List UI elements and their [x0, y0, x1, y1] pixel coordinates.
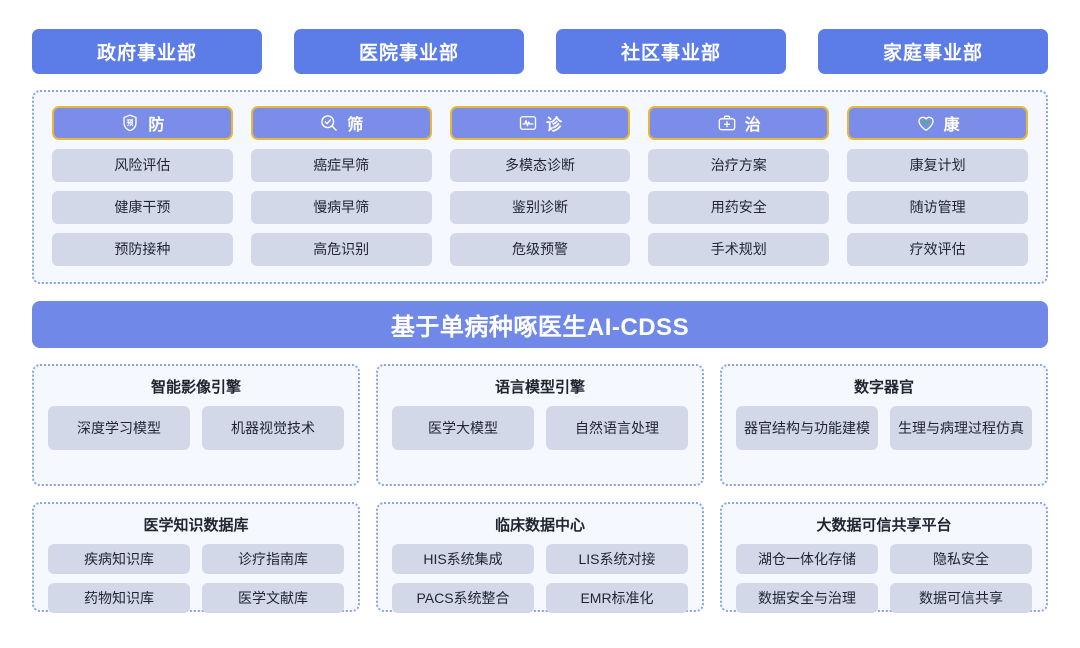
panel-title: 大数据可信共享平台	[816, 517, 952, 534]
pillar-item[interactable]: 手术规划	[648, 233, 830, 266]
pillar-item[interactable]: 危级预警	[449, 233, 631, 266]
panel-title: 临床数据中心	[494, 517, 585, 534]
pillar-header-treatment[interactable]: 治	[648, 106, 830, 140]
pillar-column-diagnosis: 诊 多模态诊断 鉴别诊断 危级预警	[449, 106, 631, 266]
panel-item[interactable]: 器官结构与功能建模	[736, 406, 878, 450]
panel-item[interactable]: 深度学习模型	[48, 406, 190, 450]
panel-items: 器官结构与功能建模 生理与病理过程仿真	[736, 406, 1032, 450]
dept-button-hospital[interactable]: 医院事业部	[294, 29, 524, 74]
panel-digital-organ: 数字器官 器官结构与功能建模 生理与病理过程仿真	[720, 364, 1048, 486]
pillar-header-diagnosis[interactable]: 诊	[449, 106, 631, 140]
panel-items: 湖仓一体化存储 隐私安全 数据安全与治理 数据可信共享	[736, 544, 1032, 613]
panel-items: 医学大模型 自然语言处理	[392, 406, 688, 450]
panel-medical-knowledge-db: 医学知识数据库 疾病知识库 诊疗指南库 药物知识库 医学文献库	[32, 502, 360, 613]
engine-panel-row: 智能影像引擎 深度学习模型 机器视觉技术 语言模型引擎 医学大模型 自然语言处理…	[32, 364, 1048, 486]
panel-item[interactable]: 数据可信共享	[890, 583, 1032, 613]
panel-title: 语言模型引擎	[494, 379, 585, 396]
panel-item[interactable]: 机器视觉技术	[202, 406, 344, 450]
panel-title: 数字器官	[853, 379, 914, 396]
panel-item[interactable]: 诊疗指南库	[202, 544, 344, 574]
panel-item[interactable]: 自然语言处理	[546, 406, 688, 450]
panel-item[interactable]: 药物知识库	[48, 583, 190, 613]
pillar-item[interactable]: 康复计划	[847, 149, 1028, 182]
panel-item[interactable]: 湖仓一体化存储	[736, 544, 878, 574]
department-button-row: 政府事业部 医院事业部 社区事业部 家庭事业部	[0, 0, 1080, 74]
panel-items: HIS系统集成 LIS系统对接 PACS系统整合 EMR标准化	[392, 544, 688, 613]
pillar-label: 诊	[545, 117, 562, 134]
panel-item[interactable]: 数据安全与治理	[736, 583, 878, 613]
pillar-header-rehabilitation[interactable]: 康	[847, 106, 1028, 140]
pillar-label: 康	[943, 117, 960, 134]
pillar-label: 防	[148, 117, 165, 134]
pillar-item[interactable]: 健康干预	[52, 191, 233, 224]
pillar-item[interactable]: 鉴别诊断	[449, 191, 631, 224]
pillar-column-prevention: 预 防 风险评估 健康干预 预防接种	[52, 106, 233, 266]
ecg-monitor-icon	[518, 113, 538, 133]
platform-banner-title: 基于单病种啄医生AI-CDSS	[390, 314, 690, 341]
dept-button-label: 医院事业部	[358, 43, 459, 64]
pillar-item[interactable]: 多模态诊断	[449, 149, 631, 182]
dept-button-government[interactable]: 政府事业部	[32, 29, 262, 74]
dept-button-community[interactable]: 社区事业部	[556, 29, 786, 74]
panel-items: 深度学习模型 机器视觉技术	[48, 406, 344, 450]
pillar-item[interactable]: 随访管理	[847, 191, 1028, 224]
search-check-icon	[319, 113, 339, 133]
panel-clinical-data-center: 临床数据中心 HIS系统集成 LIS系统对接 PACS系统整合 EMR标准化	[376, 502, 704, 613]
medical-kit-icon	[717, 113, 737, 133]
pillar-label: 治	[744, 117, 761, 134]
shield-yu-icon: 预	[120, 113, 140, 133]
panel-title: 医学知识数据库	[143, 517, 249, 534]
dept-button-label: 家庭事业部	[882, 43, 983, 64]
panel-items: 疾病知识库 诊疗指南库 药物知识库 医学文献库	[48, 544, 344, 613]
pillar-item[interactable]: 治疗方案	[648, 149, 830, 182]
pillar-item[interactable]: 癌症早筛	[250, 149, 432, 182]
panel-item[interactable]: 医学文献库	[202, 583, 344, 613]
panel-item[interactable]: 隐私安全	[890, 544, 1032, 574]
panel-item[interactable]: HIS系统集成	[392, 544, 534, 574]
pillar-header-prevention[interactable]: 预 防	[52, 106, 233, 140]
dept-button-label: 政府事业部	[96, 43, 197, 64]
pillar-item[interactable]: 风险评估	[52, 149, 233, 182]
panel-language-model-engine: 语言模型引擎 医学大模型 自然语言处理	[376, 364, 704, 486]
svg-text:预: 预	[127, 118, 134, 127]
panel-item[interactable]: EMR标准化	[546, 583, 688, 613]
capability-panel: 预 防 风险评估 健康干预 预防接种	[32, 90, 1048, 284]
pillar-column-treatment: 治 治疗方案 用药安全 手术规划	[648, 106, 830, 266]
pillar-column-screening: 筛 癌症早筛 慢病早筛 高危识别	[250, 106, 432, 266]
panel-title: 智能影像引擎	[150, 379, 241, 396]
dept-button-family[interactable]: 家庭事业部	[818, 29, 1048, 74]
heart-pulse-icon	[916, 113, 936, 133]
platform-banner[interactable]: 基于单病种啄医生AI-CDSS	[32, 301, 1048, 348]
pillar-item[interactable]: 慢病早筛	[250, 191, 432, 224]
pillar-item[interactable]: 高危识别	[250, 233, 432, 266]
panel-item[interactable]: LIS系统对接	[546, 544, 688, 574]
panel-item[interactable]: 医学大模型	[392, 406, 534, 450]
data-panel-row: 医学知识数据库 疾病知识库 诊疗指南库 药物知识库 医学文献库 临床数据中心 H…	[32, 502, 1048, 613]
pillar-label: 筛	[347, 117, 364, 134]
pillar-header-screening[interactable]: 筛	[250, 106, 432, 140]
pillar-column-rehabilitation: 康 康复计划 随访管理 疗效评估	[847, 106, 1028, 266]
panel-item[interactable]: PACS系统整合	[392, 583, 534, 613]
panel-item[interactable]: 疾病知识库	[48, 544, 190, 574]
panel-bigdata-sharing-platform: 大数据可信共享平台 湖仓一体化存储 隐私安全 数据安全与治理 数据可信共享	[720, 502, 1048, 613]
panel-item[interactable]: 生理与病理过程仿真	[890, 406, 1032, 450]
pillar-item[interactable]: 用药安全	[648, 191, 830, 224]
pillar-grid: 预 防 风险评估 健康干预 预防接种	[52, 106, 1028, 266]
panel-imaging-engine: 智能影像引擎 深度学习模型 机器视觉技术	[32, 364, 360, 486]
pillar-item[interactable]: 预防接种	[52, 233, 233, 266]
pillar-item[interactable]: 疗效评估	[847, 233, 1028, 266]
dept-button-label: 社区事业部	[620, 43, 721, 64]
